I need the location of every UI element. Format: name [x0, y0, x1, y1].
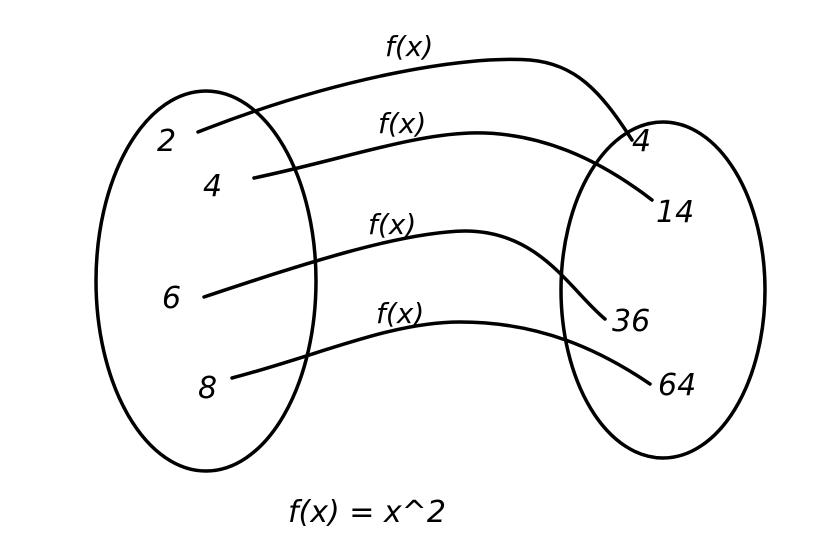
mapping-label-4: f(x) [376, 297, 424, 330]
domain-value-3: 6 [162, 281, 181, 316]
codomain-value-3: 36 [612, 304, 650, 339]
mapping-label-1: f(x) [385, 30, 433, 63]
mapping-label-3: f(x) [368, 208, 416, 241]
codomain-value-4: 64 [658, 368, 696, 403]
function-formula: f(x) = x^2 [288, 495, 446, 530]
domain-oval [94, 89, 318, 473]
mapping-arrow-1 [196, 57, 634, 142]
codomain-value-1: 4 [632, 124, 651, 159]
codomain-value-2: 14 [656, 195, 694, 230]
mapping-arrow-3 [202, 229, 607, 321]
domain-value-4: 8 [198, 371, 217, 406]
mapping-label-2: f(x) [378, 107, 426, 140]
domain-value-1: 2 [157, 124, 176, 159]
mapping-arrow-2 [252, 131, 654, 202]
codomain-oval [559, 120, 767, 460]
domain-value-2: 4 [203, 169, 222, 204]
mapping-arrow-4 [230, 320, 652, 386]
